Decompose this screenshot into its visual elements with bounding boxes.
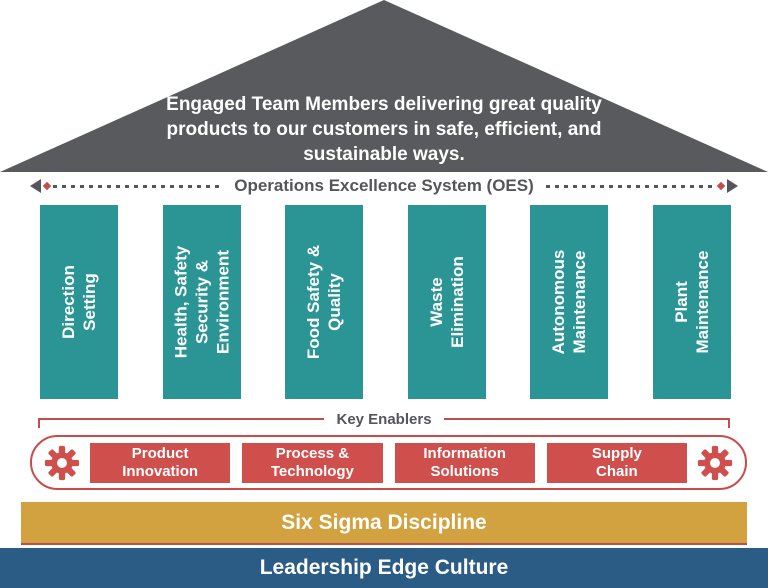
bracket-line-right xyxy=(443,418,731,428)
pillar-autonomous-maintenance: Autonomous Maintenance xyxy=(530,205,609,399)
pillar-direction-setting: Direction Setting xyxy=(40,205,118,399)
pillar-label: Food Safety & Quality xyxy=(304,244,345,360)
bracket-line-left xyxy=(38,418,325,428)
oes-title: Operations Excellence System (OES) xyxy=(234,176,534,195)
pillar-label: Plant Maintenance xyxy=(671,250,712,354)
mission-statement: Engaged Team Members delivering great qu… xyxy=(166,94,602,165)
diamond-accent-icon xyxy=(42,181,52,191)
key-enablers-capsule: Product Innovation Process & Technology … xyxy=(30,435,747,490)
dashed-arrow-right-icon xyxy=(727,179,739,193)
six-sigma-bar: Six Sigma Discipline xyxy=(21,502,747,545)
dashed-arrow-left-icon xyxy=(30,179,41,193)
oes-banner: Operations Excellence System (OES) xyxy=(30,175,739,197)
key-enablers-bracket: Key Enablers xyxy=(38,408,731,428)
enabler-process-technology: Process & Technology xyxy=(242,442,383,483)
dashed-line xyxy=(53,184,223,188)
pillar-label: Waste Elimination xyxy=(426,256,467,348)
leadership-edge-label: Leadership Edge Culture xyxy=(259,556,509,579)
pillar-label: Direction Setting xyxy=(59,265,99,339)
enabler-box-row: Product Innovation Process & Technology … xyxy=(90,442,687,483)
key-enablers-title: Key Enablers xyxy=(336,411,432,428)
diamond-accent-icon xyxy=(716,181,726,191)
six-sigma-label: Six Sigma Discipline xyxy=(281,510,487,534)
enabler-product-innovation: Product Innovation xyxy=(90,442,231,483)
roof-banner: Engaged Team Members delivering great qu… xyxy=(0,0,768,172)
pillar-waste-elimination: Waste Elimination xyxy=(407,205,486,399)
gear-icon xyxy=(44,445,80,480)
enabler-supply-chain: Supply Chain xyxy=(546,442,687,483)
leadership-edge-bar: Leadership Edge Culture xyxy=(0,548,768,588)
pillar-health-safety-security-environment: Health, Safety Security & Environment xyxy=(162,205,241,399)
pillar-row: Direction Setting Health, Safety Securit… xyxy=(40,205,731,399)
pillar-label: Autonomous Maintenance xyxy=(549,249,590,355)
enabler-information-solutions: Information Solutions xyxy=(394,442,535,483)
dashed-line xyxy=(545,184,716,188)
gear-icon xyxy=(697,445,733,480)
pillar-food-safety-quality: Food Safety & Quality xyxy=(285,205,364,399)
pillar-plant-maintenance: Plant Maintenance xyxy=(652,205,731,399)
pillar-label: Health, Safety Security & Environment xyxy=(171,245,233,359)
